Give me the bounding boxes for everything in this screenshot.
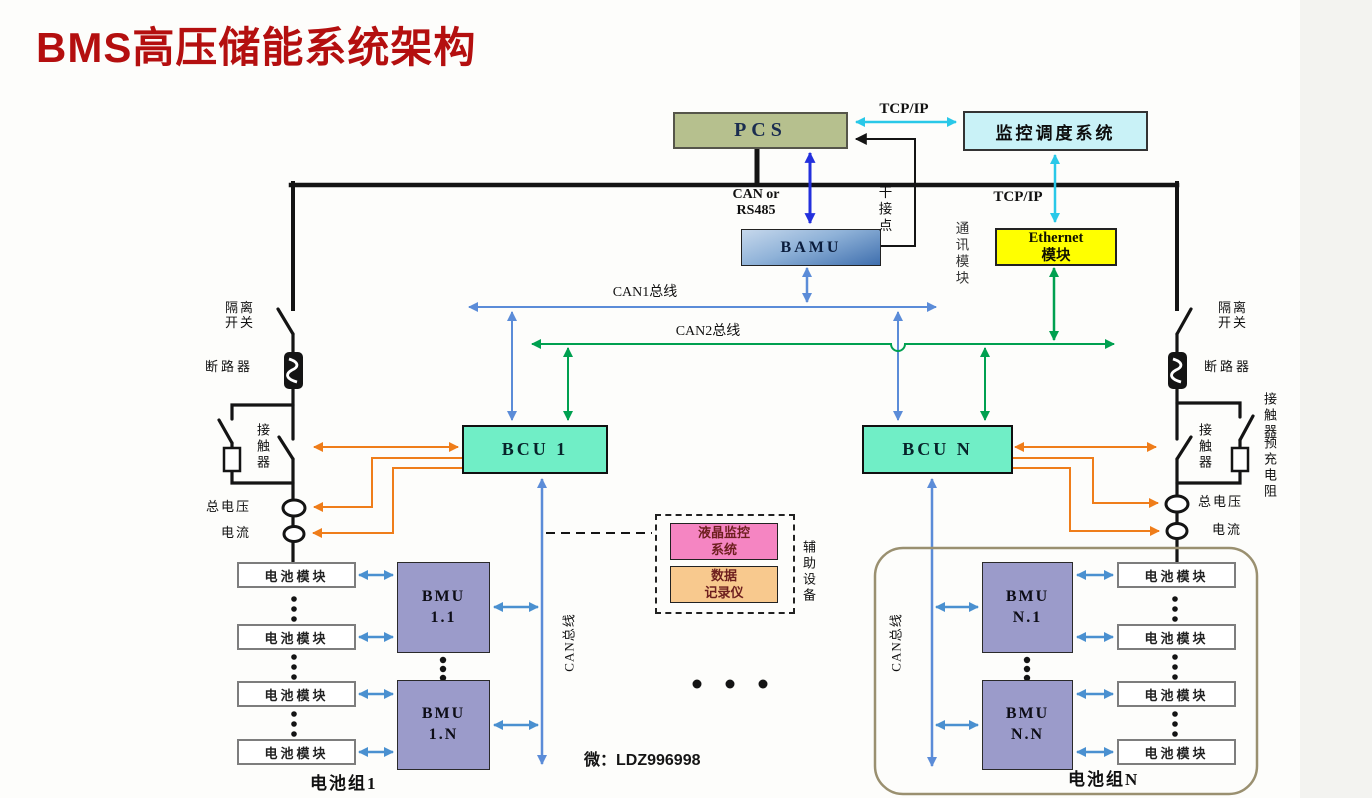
isolator-switch-left-label: 隔离 开关 — [224, 300, 255, 330]
data-recorder-box: 数据 记录仪 — [670, 566, 778, 603]
battery-module-box: 电池模块 — [1117, 624, 1236, 650]
module-dots-left — [291, 596, 297, 737]
contactor-right-label: 接触器 — [1196, 423, 1212, 471]
contactor-left-label: 接触器 — [254, 423, 270, 471]
page-title: BMS高压储能系统架构 — [36, 24, 477, 71]
battery-module-box: 电池模块 — [237, 739, 356, 765]
current-right-label: 电流 — [1212, 522, 1243, 537]
page-margin — [1300, 0, 1372, 798]
bcun-box: BCU N — [862, 425, 1013, 474]
current-left-label: 电流 — [221, 525, 252, 540]
can-bus-groupn-label: CAN总线 — [888, 613, 904, 672]
aux-devices-frame — [655, 514, 795, 614]
current-sensor-left — [282, 525, 306, 543]
bamu-box: BAMU — [741, 229, 881, 266]
battery-module-box: 电池模块 — [237, 681, 356, 707]
voltage-sensor-left — [281, 498, 307, 518]
precharge-resistor-label: 预充电阻 — [1261, 436, 1277, 500]
bmu-n-n-box: BMU N.N — [982, 680, 1073, 770]
bmu-1-1-box: BMU 1.1 — [397, 562, 490, 653]
battery-module-box: 电池模块 — [237, 624, 356, 650]
dry-contact-label: 干接点 — [876, 185, 892, 235]
watermark: 微：LDZ996998 — [584, 752, 701, 769]
module-dots-right — [1172, 596, 1178, 737]
battery-group1-label: 电池组1 — [310, 774, 378, 793]
isolator-switch-right-label: 隔离 开关 — [1217, 300, 1248, 330]
bmu-1-n-box: BMU 1.N — [397, 680, 490, 770]
current-sensor-right — [1165, 522, 1189, 540]
monitor-dispatch-system-box: 监控调度系统 — [963, 111, 1148, 151]
breaker-left-label: 断路器 — [205, 359, 254, 374]
bmu-dots-left — [439, 656, 447, 682]
breaker-symbol-right — [1168, 352, 1187, 389]
precharge-resistor-symbol-left — [222, 446, 242, 473]
can-bus-group1-label: CAN总线 — [561, 613, 577, 672]
ethernet-module-box: Ethernet 模块 — [995, 228, 1117, 266]
breaker-symbol-left — [284, 352, 303, 389]
battery-module-box: 电池模块 — [1117, 681, 1236, 707]
battery-module-box: 电池模块 — [237, 562, 356, 588]
pcs-box: PCS — [673, 112, 848, 149]
breaker-right-label: 断路器 — [1204, 359, 1253, 374]
precharge-contactor-label: 接触器 — [1261, 392, 1277, 440]
precharge-resistor-symbol-right — [1230, 446, 1250, 473]
battery-module-box: 电池模块 — [1117, 562, 1236, 588]
total-voltage-right-label: 总电压 — [1198, 494, 1244, 509]
comm-module-label: 通讯模块 — [953, 221, 969, 287]
bmu-dots-right — [1023, 656, 1031, 682]
tcpip-right-label: TCP/IP — [993, 189, 1043, 205]
lcd-monitor-system-box: 液晶监控 系统 — [670, 523, 778, 560]
battery-groupn-label: 电池组N — [1068, 770, 1140, 789]
can1-bus-label: CAN1总线 — [612, 285, 678, 300]
battery-module-box: 电池模块 — [1117, 739, 1236, 765]
voltage-sensor-right — [1164, 494, 1190, 514]
aux-device-label: 辅助设备 — [800, 540, 816, 604]
tcpip-top-label: TCP/IP — [879, 101, 929, 117]
can-or-rs485-label: CAN or RS485 — [732, 187, 780, 219]
bcu1-box: BCU 1 — [462, 425, 608, 474]
can2-bus-label: CAN2总线 — [675, 324, 741, 339]
total-voltage-left-label: 总电压 — [206, 499, 252, 514]
bmu-n-1-box: BMU N.1 — [982, 562, 1073, 653]
